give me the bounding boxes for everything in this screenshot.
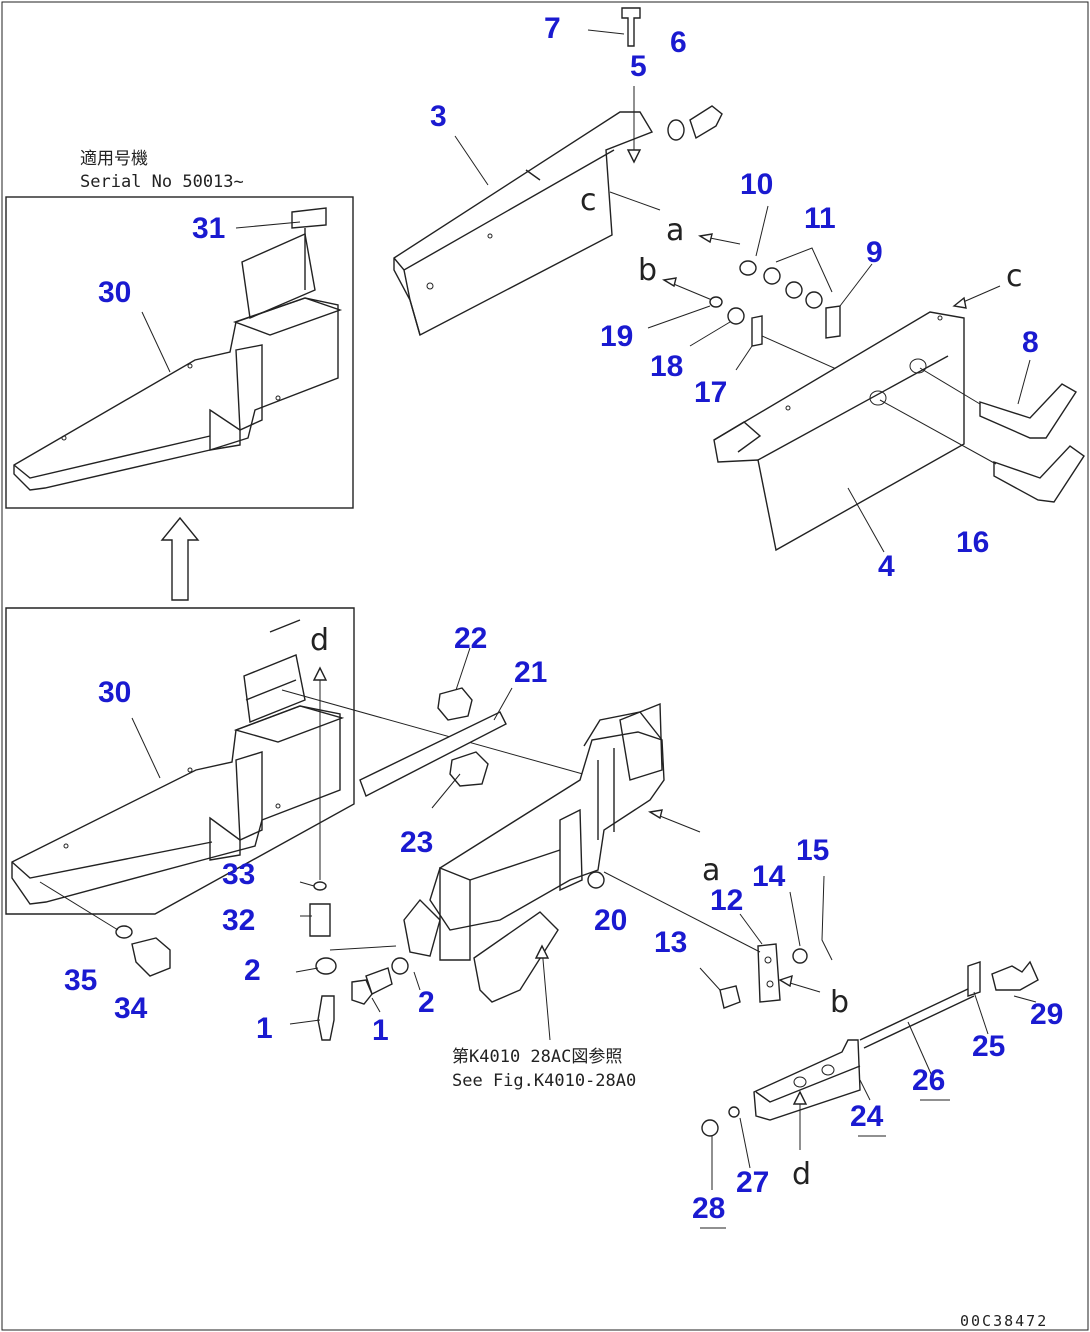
part-label-15: 15 [796,834,829,867]
ref-letter-d-bracket: d [792,1157,811,1192]
part-label-13: 13 [654,926,687,959]
part-label-35: 35 [64,964,97,997]
part-2-center-drawing [391,957,409,975]
part-label-30-upper: 30 [98,276,131,309]
see-fig-line1: 第K4010 28AC図参照 [452,1047,622,1067]
part-30-lower-drawing [11,619,345,905]
part-label-5: 5 [630,50,647,83]
part-label-22: 22 [454,622,487,655]
part-label-26: 26 [912,1064,945,1097]
part-label-7: 7 [544,12,561,45]
ref-letter-c-cover3: c [580,183,597,218]
part-1-left-drawing [317,995,335,1041]
part-24-drawing [753,1039,861,1121]
part-label-4: 4 [878,550,895,583]
see-fig-line2: See Fig.K4010-28A0 [452,1071,636,1091]
part-label-9: 9 [866,236,883,269]
part-4-cover-drawing [713,311,965,552]
part-6-drawing [689,105,723,140]
serial-note-line2: Serial No 50013~ [80,172,244,192]
part-label-1-left: 1 [256,1012,273,1045]
part-23-drawing [449,751,489,787]
part-label-1-center: 1 [372,1014,389,1047]
part-27-drawing [728,1106,740,1118]
part-label-20: 20 [594,904,627,937]
part-label-30-lower: 30 [98,676,131,709]
part-25-drawing [967,961,981,997]
part-label-33: 33 [222,858,255,891]
inset-box-lower [5,607,355,915]
main-frame-drawing [403,702,665,1003]
part-label-19: 19 [600,320,633,353]
part-label-12: 12 [710,884,743,917]
part-1-center-drawing [351,979,373,1005]
part-28-drawing [701,1119,719,1137]
ref-letter-a-cover3: a [666,213,684,248]
up-arrow [160,516,200,601]
part-21-drawing [359,711,507,797]
part-label-25: 25 [972,1030,1005,1063]
part-label-10: 10 [740,168,773,201]
part-label-14: 14 [752,860,786,893]
part-label-2-center: 2 [418,986,435,1019]
part-14-drawing [792,948,808,964]
part-20-drawing [587,871,605,889]
part-label-18: 18 [650,350,683,383]
part-label-32: 32 [222,904,255,937]
part-label-29: 29 [1030,998,1063,1031]
part-34-drawing [131,937,171,977]
serial-note-line1: 適用号機 [80,149,148,169]
ref-letter-d-frame: d [310,623,329,658]
part-5-washer-drawing [667,119,685,141]
ref-letter-c-cover4: c [1006,259,1023,294]
part-35-drawing [115,925,133,939]
part-label-16: 16 [956,526,989,559]
ref-letter-a-frame: a [702,853,720,888]
part-label-28: 28 [692,1192,725,1225]
part-label-11: 11 [804,202,836,235]
part-33-drawing [313,881,327,891]
drawing-code: 00C38472 [960,1312,1048,1330]
part-label-17: 17 [694,376,727,409]
ref-letter-b-bracket: b [830,985,849,1020]
part-9-drawing [825,305,841,339]
part-13-drawing [719,985,741,1009]
part-7-drawing [621,7,641,47]
part-3-cover-drawing [393,111,654,337]
part-label-8: 8 [1022,326,1039,359]
part-label-31: 31 [192,212,225,245]
part-8-drawing [979,383,1077,439]
part-30-upper-drawing [13,207,343,491]
part-label-6: 6 [670,26,687,59]
part-label-2-left: 2 [244,954,261,987]
part-label-27: 27 [736,1166,769,1199]
part-22-drawing [437,687,473,721]
part-label-24: 24 [850,1100,884,1133]
part-label-21: 21 [514,656,547,689]
part-label-23: 23 [400,826,433,859]
part-label-34: 34 [114,992,148,1025]
part-label-3: 3 [430,100,447,133]
part-29-drawing [991,960,1039,991]
inset-box-serial [5,196,354,509]
part-12-drawing [757,943,781,1003]
ref-letter-b-cover3: b [638,253,657,288]
part-16-drawing [993,445,1085,503]
part-32-drawing [309,903,331,937]
part-2-left-drawing [315,957,337,975]
